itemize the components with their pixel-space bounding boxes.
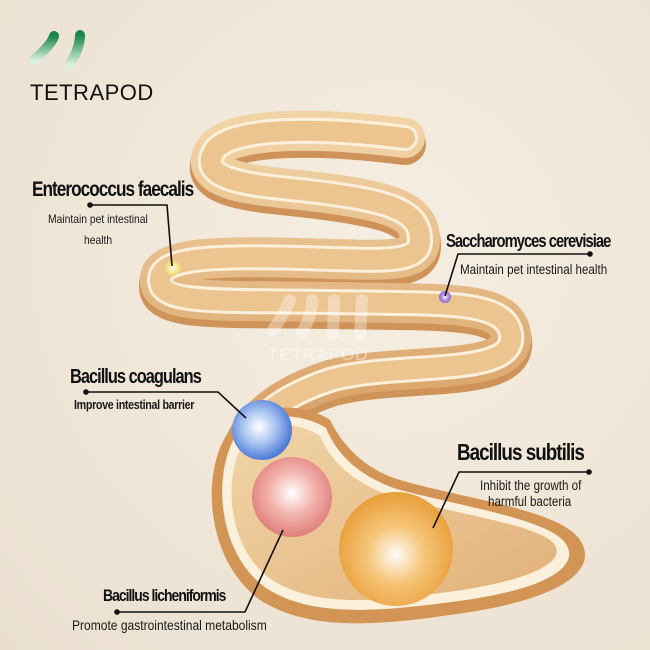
watermark-logo-icon xyxy=(267,294,368,342)
enterococcus-leader-line xyxy=(90,204,173,267)
brand-name: TETRAPOD xyxy=(30,80,154,105)
bacillus-subtilis-sphere xyxy=(339,492,453,606)
bacillus-licheniformis-sphere xyxy=(252,457,332,537)
licheniformis-title: Bacillus licheniformis xyxy=(103,586,226,605)
bacillus-coagulans-sphere xyxy=(232,400,292,460)
tetrapod-logo-icon xyxy=(29,30,137,73)
subtilis-title: Bacillus subtilis xyxy=(457,439,585,465)
coagulans-title: Bacillus coagulans xyxy=(70,366,202,388)
licheniformis-description: Promote gastrointestinal metabolism xyxy=(72,617,267,633)
saccharomyces-marker xyxy=(439,291,451,303)
saccharomyces-title: Saccharomyces cerevisiae xyxy=(446,231,611,251)
enterococcus-description-2: health xyxy=(84,233,113,247)
saccharomyces-leader-line xyxy=(444,253,590,297)
enterococcus-marker xyxy=(164,259,182,277)
enterococcus-title: Enterococcus faecalis xyxy=(32,178,194,201)
licheniformis-leader-line xyxy=(117,529,284,613)
coagulans-description: Improve intestinal barrier xyxy=(74,398,195,412)
subtilis-description-1: Inhibit the growth of xyxy=(480,478,582,493)
watermark-text: TETRAPOD xyxy=(268,345,369,364)
coagulans-leader-line xyxy=(86,391,247,419)
saccharomyces-description: Maintain pet intestinal health xyxy=(460,262,608,277)
enterococcus-description-1: Maintain pet intestinal xyxy=(48,212,148,226)
subtilis-description-2: harmful bacteria xyxy=(488,494,572,509)
subtilis-leader-line xyxy=(432,471,589,529)
